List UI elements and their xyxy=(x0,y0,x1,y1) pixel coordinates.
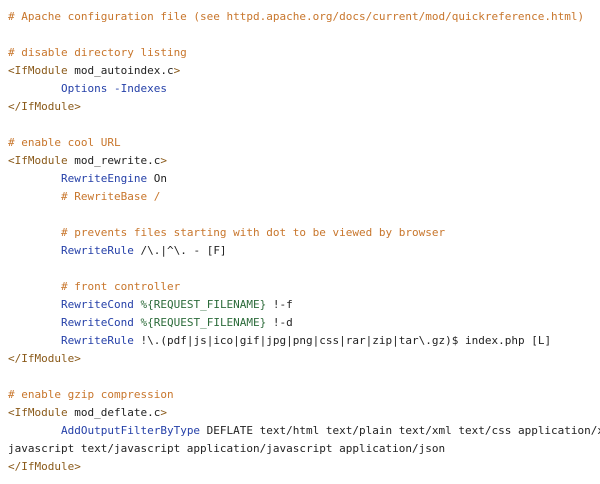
code-tag: > xyxy=(160,154,167,167)
code-line: RewriteCond %{REQUEST_FILENAME} !-f xyxy=(8,296,600,314)
code-line: </IfModule> xyxy=(8,350,600,368)
code-text xyxy=(8,244,61,257)
code-line: <IfModule mod_deflate.c> xyxy=(8,404,600,422)
code-tag: </IfModule> xyxy=(8,352,81,365)
code-variable: %{REQUEST_FILENAME} xyxy=(140,298,267,311)
code-text xyxy=(8,316,61,329)
code-line xyxy=(8,368,600,386)
code-tag: </IfModule> xyxy=(8,460,81,473)
code-line: </IfModule> xyxy=(8,458,600,476)
code-comment: # enable gzip compression xyxy=(8,388,174,401)
code-text xyxy=(8,334,61,347)
code-text: On xyxy=(147,172,167,185)
code-directive: -Indexes xyxy=(113,82,167,95)
code-line: javascript text/javascript application/j… xyxy=(8,440,600,458)
code-line: <IfModule mod_rewrite.c> xyxy=(8,152,600,170)
code-comment: # disable directory listing xyxy=(8,46,187,59)
code-text xyxy=(107,82,114,95)
code-text xyxy=(8,280,61,293)
code-line xyxy=(8,26,600,44)
code-line xyxy=(8,260,600,278)
code-tag: > xyxy=(160,406,167,419)
code-comment: # Apache configuration file (see httpd.a… xyxy=(8,10,585,23)
code-text: mod_rewrite.c xyxy=(67,154,161,167)
code-tag: > xyxy=(173,64,181,77)
code-text xyxy=(8,172,61,185)
code-comment: # front controller xyxy=(60,280,181,293)
code-line xyxy=(8,116,600,134)
code-line: RewriteRule /\.|^\. - [F] xyxy=(8,242,600,260)
code-tag: <IfModule xyxy=(8,154,68,167)
code-line: # RewriteBase / xyxy=(8,188,600,206)
code-line xyxy=(8,206,600,224)
code-text xyxy=(8,190,61,203)
code-text: javascript text/javascript application/j… xyxy=(8,442,446,455)
code-line: # Apache configuration file (see httpd.a… xyxy=(8,8,600,26)
code-line: # enable cool URL xyxy=(8,134,600,152)
code-text xyxy=(8,424,61,437)
code-directive: RewriteCond xyxy=(60,298,134,311)
code-text xyxy=(8,298,61,311)
code-text: DEFLATE text/html text/plain text/xml te… xyxy=(200,424,600,437)
code-line: AddOutputFilterByType DEFLATE text/html … xyxy=(8,422,600,440)
code-directive: RewriteEngine xyxy=(60,172,148,185)
code-comment: # enable cool URL xyxy=(8,136,121,149)
code-comment: # RewriteBase / xyxy=(60,190,161,203)
code-text: !-f xyxy=(266,298,293,311)
code-tag: </IfModule> xyxy=(8,100,81,113)
code-text: !\.(pdf|js|ico|gif|jpg|png|css|rar|zip|t… xyxy=(133,334,552,347)
code-directive: RewriteCond xyxy=(60,316,134,329)
code-tag: <IfModule xyxy=(8,406,68,419)
code-line: # prevents files starting with dot to be… xyxy=(8,224,600,242)
code-text xyxy=(8,226,61,239)
code-text: /\.|^\. - [F] xyxy=(133,244,227,257)
code-line: # front controller xyxy=(8,278,600,296)
code-line: RewriteCond %{REQUEST_FILENAME} !-d xyxy=(8,314,600,332)
code-directive: RewriteRule xyxy=(60,334,134,347)
code-text: mod_autoindex.c xyxy=(67,64,174,77)
code-line: # enable gzip compression xyxy=(8,386,600,404)
code-directive: RewriteRule xyxy=(60,244,134,257)
code-line: Options -Indexes xyxy=(8,80,600,98)
code-text xyxy=(8,82,61,95)
code-line: </IfModule> xyxy=(8,98,600,116)
code-line: RewriteRule !\.(pdf|js|ico|gif|jpg|png|c… xyxy=(8,332,600,350)
code-line: <IfModule mod_autoindex.c> xyxy=(8,62,600,80)
code-text: !-d xyxy=(266,316,293,329)
code-variable: %{REQUEST_FILENAME} xyxy=(140,316,267,329)
code-line: # disable directory listing xyxy=(8,44,600,62)
code-comment: # prevents files starting with dot to be… xyxy=(60,226,446,239)
code-tag: <IfModule xyxy=(8,64,68,77)
code-line: RewriteEngine On xyxy=(8,170,600,188)
code-directive: AddOutputFilterByType xyxy=(60,424,201,437)
code-text: mod_deflate.c xyxy=(67,406,161,419)
code-directive: Options xyxy=(60,82,108,95)
